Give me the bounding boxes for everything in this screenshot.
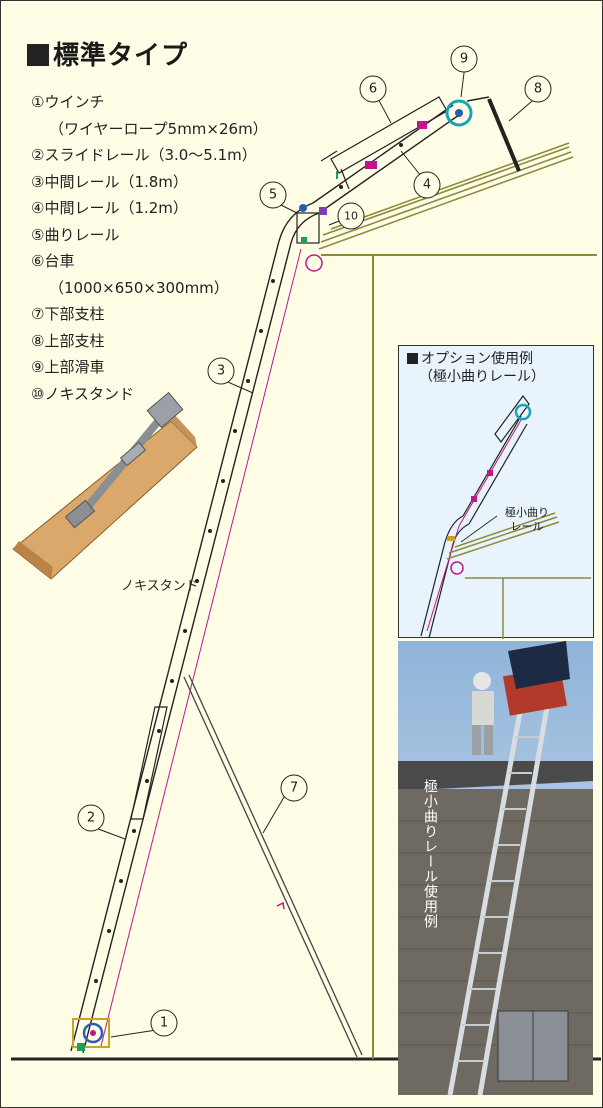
usage-photo-image xyxy=(398,641,593,1095)
part-item: ③中間レール（1.8m） xyxy=(31,172,188,191)
callout-3: 3 xyxy=(207,357,235,385)
callout-8: 8 xyxy=(524,75,552,103)
part-item: ④中間レール（1.2m） xyxy=(31,199,188,217)
option-title-text: オプション使用例 xyxy=(421,351,533,367)
callout-2: 2 xyxy=(77,804,105,832)
part-item: ⑨上部滑車 xyxy=(31,358,105,376)
nokistand-caption: ノキスタンド xyxy=(121,579,199,594)
strut-clip xyxy=(276,901,285,910)
svg-text:10: 10 xyxy=(344,210,358,223)
svg-text:1: 1 xyxy=(160,1016,168,1031)
callout-9: 9 xyxy=(450,45,478,73)
winch xyxy=(72,1018,110,1051)
roof xyxy=(318,142,574,250)
svg-text:5: 5 xyxy=(269,188,277,203)
option-title: オプション使用例 xyxy=(407,350,533,368)
part-item: ⑦下部支柱 xyxy=(31,305,105,323)
option-example-panel: オプション使用例 （極小曲りレール） xyxy=(398,345,594,639)
callout-5: 5 xyxy=(259,181,287,209)
part-item: ⑩ノキスタンド xyxy=(31,384,134,403)
parts-list: ①ウインチ （ワイヤーロープ5mm×26m） ②スライドレール（3.0～5.1m… xyxy=(31,89,268,407)
lower-support xyxy=(183,674,363,1058)
bend-rail-assembly xyxy=(296,204,327,272)
part-item: ①ウインチ xyxy=(31,93,105,111)
part-item: ⑤曲りレール xyxy=(31,225,120,244)
part-item-detail: （ワイヤーロープ5mm×26m） xyxy=(49,119,268,138)
svg-text:7: 7 xyxy=(290,781,298,796)
usage-photo-caption: 極小曲りレール使用例 xyxy=(422,779,438,929)
nokistand-illustration xyxy=(12,391,198,580)
page-title: 標準タイプ xyxy=(27,35,188,72)
slide-rail-section xyxy=(130,706,168,820)
upper-support xyxy=(487,98,521,172)
svg-text:9: 9 xyxy=(460,52,468,67)
callout-7: 7 xyxy=(280,774,308,802)
callouts: 1 2 3 4 5 6 7 8 9 10 xyxy=(77,45,552,1037)
usage-photo: 極小曲りレール使用例 xyxy=(398,641,593,1095)
svg-text:8: 8 xyxy=(534,82,542,97)
part-item-detail: （1000×650×300mm） xyxy=(49,278,229,297)
upper-pulley xyxy=(445,96,490,127)
callout-4: 4 xyxy=(413,171,441,199)
option-diagram xyxy=(420,394,591,639)
svg-text:2: 2 xyxy=(87,811,95,826)
svg-text:6: 6 xyxy=(369,82,377,97)
part-item: ⑥台車 xyxy=(31,252,75,270)
part-item: ②スライドレール（3.0～5.1m） xyxy=(31,146,257,164)
page-title-text: 標準タイプ xyxy=(53,41,189,71)
callout-6: 6 xyxy=(359,75,387,103)
option-rail-label: 極小曲りレール xyxy=(497,506,557,534)
square-bullet-icon xyxy=(27,44,49,66)
svg-text:3: 3 xyxy=(217,364,225,379)
callout-1: 1 xyxy=(150,1009,178,1037)
part-item: ⑧上部支柱 xyxy=(31,331,105,350)
callout-10: 10 xyxy=(337,202,365,230)
svg-text:4: 4 xyxy=(423,178,431,193)
option-rail-label-line2: レール xyxy=(510,520,544,533)
option-rail-label-line1: 極小曲り xyxy=(505,506,549,519)
option-subtitle: （極小曲りレール） xyxy=(419,369,545,385)
square-bullet-icon xyxy=(407,353,418,364)
